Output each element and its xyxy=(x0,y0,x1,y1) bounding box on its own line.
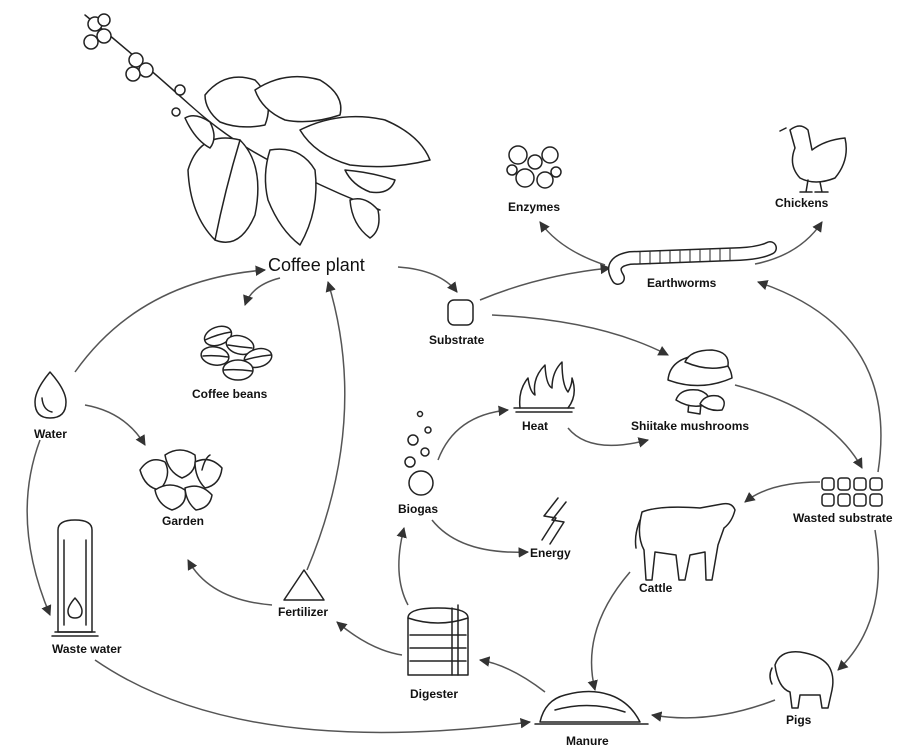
arrow-manure-to-digester xyxy=(478,656,546,693)
arrow-substrate-to-earthworms xyxy=(479,263,612,301)
arrow-cattle-to-manure xyxy=(587,571,631,692)
label-water: Water xyxy=(34,427,67,441)
arrow-wasted-to-pigs xyxy=(837,529,880,671)
substrate-icon xyxy=(447,299,474,326)
label-energy: Energy xyxy=(530,546,571,560)
arrow-mushrooms-to-wasted xyxy=(734,384,863,469)
chicken-icon xyxy=(779,125,847,193)
arrow-digester-to-biogas xyxy=(396,526,409,606)
cattle-icon xyxy=(634,502,736,581)
label-coffee-plant: Coffee plant xyxy=(268,255,365,275)
coffee-plant-icon xyxy=(83,13,431,246)
label-heat: Heat xyxy=(522,419,549,433)
manure-icon xyxy=(534,690,649,725)
label-shiitake-mushrooms: Shiitake mushrooms xyxy=(631,419,750,433)
fertilizer-icon xyxy=(283,569,325,601)
arrow-coffee-to-substrate xyxy=(397,266,458,293)
arrow-earthworms-to-enzymes xyxy=(539,221,606,266)
label-enzymes: Enzymes xyxy=(508,200,561,214)
arrow-biogas-to-heat xyxy=(437,405,510,461)
arrow-water-to-coffee xyxy=(74,265,267,373)
label-earthworms: Earthworms xyxy=(647,276,717,290)
arrow-pigs-to-manure xyxy=(650,699,776,722)
label-manure: Manure xyxy=(566,734,609,748)
label-cattle: Cattle xyxy=(639,581,673,595)
enzymes-icon xyxy=(506,145,562,189)
arrow-wasted-to-cattle xyxy=(744,481,821,503)
arrow-substrate-to-mushrooms xyxy=(491,314,669,356)
flow-arrows xyxy=(26,221,882,734)
digester-icon xyxy=(407,604,469,676)
arrow-water-to-wastewater xyxy=(26,439,52,616)
biogas-bubbles-icon xyxy=(404,410,434,496)
arrow-digester-to-fertilizer xyxy=(336,621,403,656)
coffee-beans-icon xyxy=(200,325,273,381)
arrow-fertilizer-to-coffee xyxy=(306,280,346,571)
arrow-fertilizer-to-garden xyxy=(187,559,273,606)
arrow-earthworms-to-chickens xyxy=(754,221,823,265)
label-waste-water: Waste water xyxy=(52,642,122,656)
label-pigs: Pigs xyxy=(786,713,812,727)
label-wasted-substrate: Wasted substrate xyxy=(793,511,893,525)
label-biogas: Biogas xyxy=(398,502,439,516)
label-chickens: Chickens xyxy=(775,196,829,210)
label-digester: Digester xyxy=(410,687,459,701)
pig-icon xyxy=(769,651,834,709)
earthworm-icon xyxy=(608,241,777,285)
label-garden: Garden xyxy=(162,514,205,528)
label-coffee-beans: Coffee beans xyxy=(192,387,268,401)
arrow-biogas-to-energy xyxy=(431,519,530,558)
label-substrate: Substrate xyxy=(429,333,485,347)
waste-water-tank-icon xyxy=(51,519,99,637)
energy-bolt-icon xyxy=(541,497,567,545)
arrow-water-to-garden xyxy=(84,404,146,446)
label-fertilizer: Fertilizer xyxy=(278,605,329,619)
garden-icon xyxy=(139,449,223,511)
arrow-heat-to-mushrooms xyxy=(567,427,650,448)
mushroom-icon xyxy=(667,349,733,415)
water-drop-icon xyxy=(34,371,67,419)
wasted-substrate-icon xyxy=(821,477,883,507)
arrow-wastewater-to-manure xyxy=(94,659,532,734)
arrow-coffee-to-beans xyxy=(243,277,281,306)
fire-icon xyxy=(513,361,575,413)
arrow-wasted-to-earthworms xyxy=(757,280,882,473)
